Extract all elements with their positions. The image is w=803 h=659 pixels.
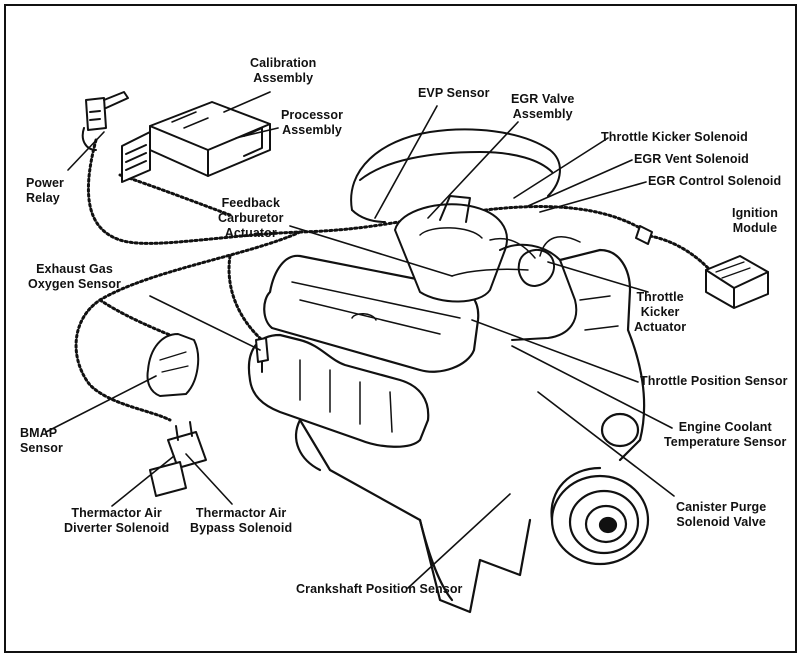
power-relay-part (81, 91, 129, 151)
label-bmap-sensor: BMAP Sensor (20, 426, 63, 456)
label-line: Assembly (253, 71, 314, 85)
label-line: Oxygen Sensor (28, 277, 121, 291)
label-feedback-carburetor-actuator: Feedback Carburetor Actuator (218, 196, 284, 241)
label-line: Ignition (732, 206, 778, 220)
label-evp-sensor: EVP Sensor (418, 86, 490, 101)
label-line: Solenoid Valve (676, 515, 766, 529)
label-line: Relay (26, 191, 60, 205)
label-calibration-assembly: Calibration Assembly (250, 56, 316, 86)
label-line: Thermactor Air (195, 506, 287, 520)
label-line: Power (26, 176, 65, 190)
label-throttle-kicker-actuator: Throttle Kicker Actuator (634, 290, 686, 335)
label-throttle-position-sensor: Throttle Position Sensor (640, 374, 788, 389)
label-exhaust-gas-oxygen-sensor: Exhaust Gas Oxygen Sensor (28, 262, 121, 292)
bmap-sensor-part (146, 333, 200, 397)
label-line: Throttle Position Sensor (640, 374, 788, 388)
label-processor-assembly: Processor Assembly (281, 108, 343, 138)
label-line: Throttle Kicker Solenoid (601, 130, 748, 144)
label-line: Carburetor (218, 211, 284, 225)
label-thermactor-air-bypass-solenoid: Thermactor Air Bypass Solenoid (190, 506, 292, 536)
label-line: Temperature Sensor (664, 435, 787, 449)
label-line: Sensor (20, 441, 63, 455)
label-thermactor-air-diverter-solenoid: Thermactor Air Diverter Solenoid (64, 506, 169, 536)
processor-assembly-part (121, 101, 271, 183)
label-line: Calibration (250, 56, 317, 70)
oxygen-sensor-part (255, 337, 269, 373)
diagram-frame (4, 4, 797, 653)
carburetor-area (394, 195, 581, 341)
label-line: Feedback (221, 196, 281, 210)
ignition-module-part (635, 225, 769, 309)
label-power-relay: Power Relay (26, 176, 64, 206)
air-cleaner (350, 128, 561, 223)
label-line: Crankshaft Position Sensor (296, 582, 463, 596)
leader-lines (45, 91, 675, 589)
label-line: Exhaust Gas (36, 262, 113, 276)
label-line: EVP Sensor (418, 86, 490, 100)
label-egr-control-solenoid: EGR Control Solenoid (648, 174, 781, 189)
thermactor-solenoids-part (149, 421, 207, 497)
label-canister-purge-solenoid-valve: Canister Purge Solenoid Valve (676, 500, 766, 530)
label-line: Throttle (636, 290, 684, 304)
label-line: EGR Control Solenoid (648, 174, 782, 188)
label-line: Engine Coolant (678, 420, 772, 434)
label-line: Thermactor Air (71, 506, 162, 520)
label-line: Module (732, 221, 778, 235)
label-line: EGR Valve (511, 92, 575, 106)
label-engine-coolant-temperature-sensor: Engine Coolant Temperature Sensor (664, 420, 786, 450)
label-line: Processor (281, 108, 344, 122)
label-ignition-module: Ignition Module (732, 206, 778, 236)
label-line: Canister Purge (676, 500, 767, 514)
label-crankshaft-position-sensor: Crankshaft Position Sensor (296, 582, 463, 597)
label-egr-vent-solenoid: EGR Vent Solenoid (634, 152, 749, 167)
label-line: Diverter Solenoid (64, 521, 170, 535)
label-throttle-kicker-solenoid: Throttle Kicker Solenoid (601, 130, 748, 145)
label-line: Actuator (634, 320, 687, 334)
label-line: BMAP (20, 426, 58, 440)
label-line: Actuator (224, 226, 277, 240)
crank-pulley (550, 412, 650, 566)
label-line: Kicker (640, 305, 680, 319)
label-line: Assembly (512, 107, 573, 121)
label-line: EGR Vent Solenoid (634, 152, 749, 166)
label-line: Assembly (282, 123, 342, 137)
label-line: Bypass Solenoid (190, 521, 293, 535)
label-egr-valve-assembly: EGR Valve Assembly (511, 92, 574, 122)
